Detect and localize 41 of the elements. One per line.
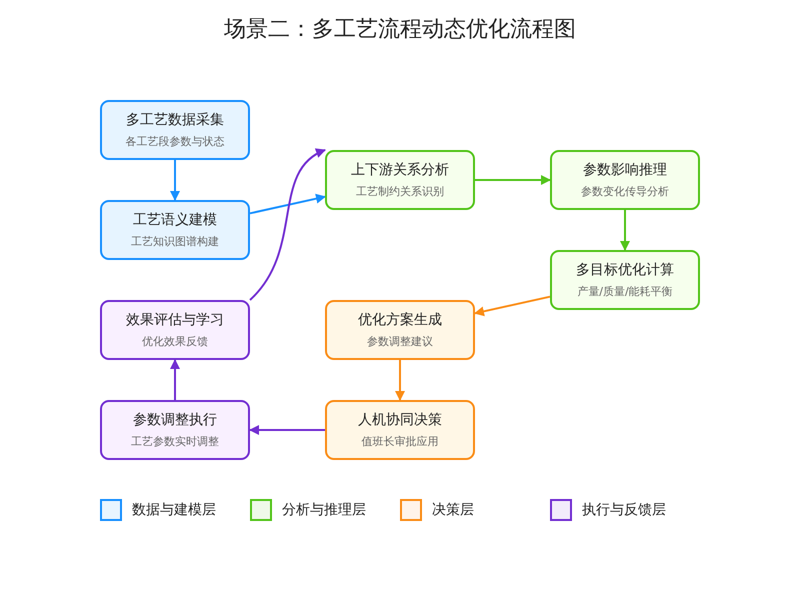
box-title: 工艺语义建模 xyxy=(133,211,217,230)
box-subtitle: 参数调整建议 xyxy=(367,334,433,350)
process-box xyxy=(325,400,475,460)
title: 场景二：多工艺流程动态优化流程图 xyxy=(223,16,577,44)
legend-label: 执行与反馈层 xyxy=(582,501,666,519)
box-title: 多工艺数据采集 xyxy=(126,111,224,130)
arrow xyxy=(249,149,326,301)
process-box xyxy=(325,300,475,360)
arrow xyxy=(170,160,180,201)
box-subtitle: 工艺知识图谱构建 xyxy=(131,234,219,250)
box-subtitle: 优化效果反馈 xyxy=(142,334,208,350)
arrow xyxy=(250,194,326,214)
box-subtitle: 参数变化传导分析 xyxy=(581,184,669,200)
box-title: 效果评估与学习 xyxy=(126,311,224,330)
process-box xyxy=(100,400,250,460)
arrow xyxy=(620,210,630,251)
process-box xyxy=(100,300,250,360)
arrow xyxy=(474,296,550,316)
box-title: 参数调整执行 xyxy=(133,411,217,430)
process-box xyxy=(550,250,700,310)
arrow xyxy=(249,425,325,435)
legend-label: 数据与建模层 xyxy=(132,501,216,519)
box-title: 多目标优化计算 xyxy=(576,261,674,280)
legend-label: 分析与推理层 xyxy=(282,501,366,519)
box-subtitle: 工艺制约关系识别 xyxy=(356,184,444,200)
box-subtitle: 工艺参数实时调整 xyxy=(131,434,219,450)
legend-label: 决策层 xyxy=(432,501,474,519)
process-box xyxy=(100,100,250,160)
box-subtitle: 产量/质量/能耗平衡 xyxy=(577,284,673,300)
process-box xyxy=(550,150,700,210)
arrow xyxy=(475,175,551,185)
box-title: 人机协同决策 xyxy=(358,411,442,430)
box-title: 上下游关系分析 xyxy=(351,161,449,180)
arrow xyxy=(170,359,180,400)
process-box xyxy=(325,150,475,210)
arrow xyxy=(395,360,405,401)
box-title: 优化方案生成 xyxy=(358,311,442,330)
box-title: 参数影响推理 xyxy=(583,161,667,180)
box-subtitle: 各工艺段参数与状态 xyxy=(126,134,224,150)
box-subtitle: 值班长审批应用 xyxy=(362,434,438,450)
process-box xyxy=(100,200,250,260)
